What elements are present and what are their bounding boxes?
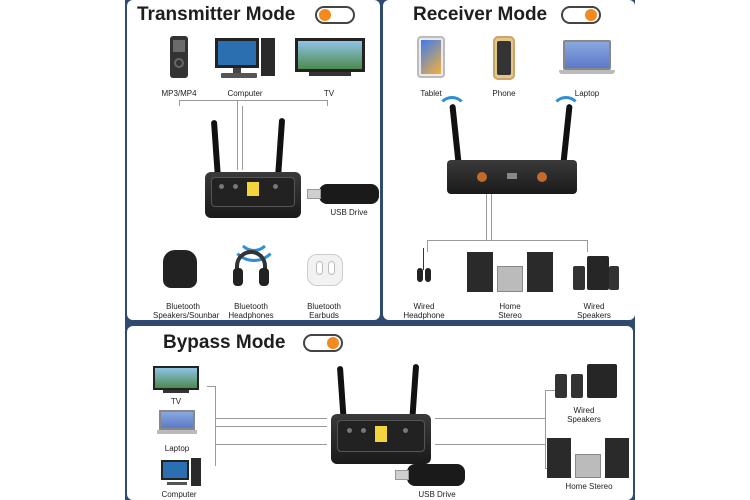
transmitter-title: Transmitter Mode [137, 4, 296, 25]
source-label: Laptop [574, 89, 600, 98]
usb-drive-icon [395, 464, 465, 486]
input-label: Laptop [164, 444, 190, 453]
laptop-icon [157, 410, 197, 436]
phone-icon [493, 36, 515, 80]
input-label: Computer [161, 490, 197, 499]
computer-icon [215, 38, 277, 80]
transmitter-toggle [315, 6, 355, 24]
usb-drive-label: USB Drive [330, 208, 368, 217]
wired-speakers-icon [555, 364, 619, 400]
output-label: Wired Speakers [577, 302, 611, 320]
cable-line [545, 390, 555, 391]
cable-line [491, 194, 492, 240]
output-label: Bluetooth Headphones [228, 302, 274, 320]
cable-line [215, 418, 327, 419]
laptop-icon [559, 40, 615, 76]
cable-line [179, 100, 327, 101]
wired-speakers-icon [573, 256, 619, 292]
usb-drive-icon [307, 184, 379, 204]
earbuds-icon [307, 254, 343, 286]
cable-line [179, 100, 180, 106]
input-label: TV [170, 397, 182, 406]
wired-headphone-icon [413, 248, 435, 288]
home-stereo-icon [467, 252, 553, 292]
cable-line [427, 240, 587, 241]
output-label: Wired Headphone [403, 302, 445, 320]
diagram-frame: Transmitter Mode MP3/MP4 Computer TV [125, 0, 635, 500]
usb-drive-label: USB Drive [418, 490, 456, 499]
cable-line [545, 390, 546, 468]
cable-line [327, 100, 328, 106]
mp3-player-icon [170, 36, 188, 78]
bypass-panel: Bypass Mode TV Laptop Computer [127, 326, 633, 500]
tablet-icon [417, 36, 445, 78]
cable-line [486, 194, 487, 240]
antenna [274, 117, 286, 181]
output-label: Bluetooth Earbuds [307, 302, 341, 320]
source-label: TV [323, 89, 335, 98]
computer-icon [161, 458, 201, 488]
receiver-toggle [561, 6, 601, 24]
cable-line [587, 240, 588, 252]
tv-icon [295, 38, 365, 78]
source-label: MP3/MP4 [161, 89, 197, 98]
output-label: Home Stereo [565, 482, 613, 491]
transmitter-panel: Transmitter Mode MP3/MP4 Computer TV [127, 0, 380, 320]
transceiver-device [447, 160, 577, 194]
cable-line [215, 426, 327, 427]
output-label: Bluetooth Speakers/Sounbar [153, 302, 220, 320]
source-label: Computer [227, 89, 263, 98]
output-label: Wired Speakers [567, 406, 601, 424]
transceiver-device [331, 414, 431, 464]
cable-line [435, 444, 545, 445]
bluetooth-speaker-icon [163, 250, 197, 288]
cable-line [427, 240, 428, 252]
bypass-toggle [303, 334, 343, 352]
source-label: Phone [492, 89, 516, 98]
tv-icon [153, 366, 199, 396]
cable-line [215, 444, 327, 445]
cable-line [207, 386, 215, 387]
cable-line [435, 418, 545, 419]
transceiver-device [205, 172, 301, 218]
cable-line [242, 106, 243, 170]
home-stereo-icon [547, 438, 631, 478]
bypass-title: Bypass Mode [163, 332, 286, 353]
receiver-title: Receiver Mode [413, 4, 548, 25]
source-label: Tablet [420, 89, 442, 98]
receiver-panel: Receiver Mode Tablet Phone Laptop [383, 0, 635, 320]
output-label: Home Stereo [498, 302, 522, 320]
headphones-icon [233, 250, 269, 288]
cable-line [237, 100, 238, 170]
